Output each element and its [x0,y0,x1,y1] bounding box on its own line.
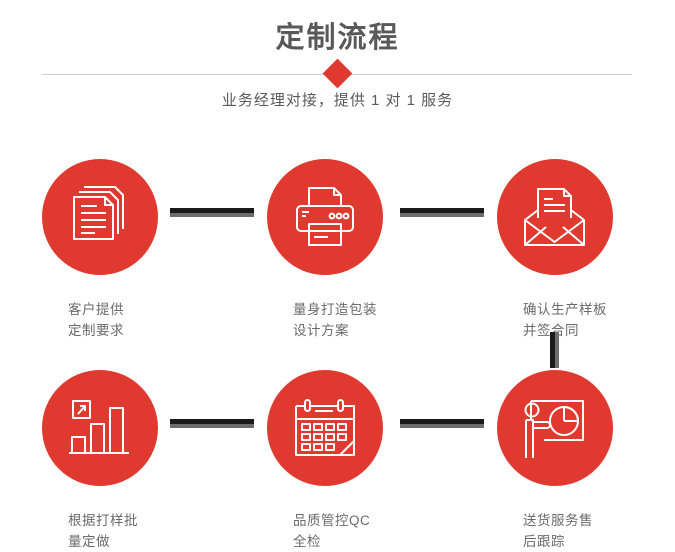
header: 定制流程 业务经理对接，提供 1 对 1 服务 [0,0,675,130]
envelope-letter-icon [524,188,585,246]
step-6-circle [497,370,613,486]
connector-bar-dark [550,332,555,368]
connector-step4-step5 [170,419,254,428]
diamond-icon [322,58,353,89]
step-5-circle [267,370,383,486]
connector-step2-step3 [400,208,484,217]
step-2-circle [267,159,383,275]
connector-step1-step2 [170,208,254,217]
step-4-circle [42,370,158,486]
bar-chart-growth-icon [69,400,129,454]
connector-bar-shadow [170,424,254,428]
step-5-caption: 品质管控QC 全检 [293,513,371,549]
presenter-pie-chart-icon [524,400,584,458]
documents-stack-icon [73,186,124,240]
connector-bar-dark [170,208,254,213]
connector-bar-dark [400,419,484,424]
header-subtitle: 业务经理对接，提供 1 对 1 服务 [221,92,454,109]
step-3-circle [497,159,613,275]
step-1-caption: 客户提供 定制要求 [68,302,124,338]
connector-step3-step6-vertical [550,332,559,368]
connector-bar-shadow [400,213,484,217]
title-divider [0,58,675,89]
connector-bar-dark [170,419,254,424]
page-title: 定制流程 [275,22,400,54]
connector-bar-shadow [170,213,254,217]
step-6-caption: 送货服务售 后跟踪 [523,513,593,549]
printer-icon [296,187,354,246]
step-2-caption: 量身打造包装 设计方案 [293,302,377,338]
step-3-caption: 确认生产样板 并签合同 [523,302,607,338]
step-4-caption: 根据打样批 量定做 [68,513,138,549]
connector-bar-dark [400,208,484,213]
step-1-circle [42,159,158,275]
connector-bar-shadow [555,332,559,368]
calendar-icon [295,399,355,456]
connector-step5-step6 [400,419,484,428]
process-steps: 客户提供 定制要求 量身打造包装 设计方案 [0,140,675,550]
connector-bar-shadow [400,424,484,428]
